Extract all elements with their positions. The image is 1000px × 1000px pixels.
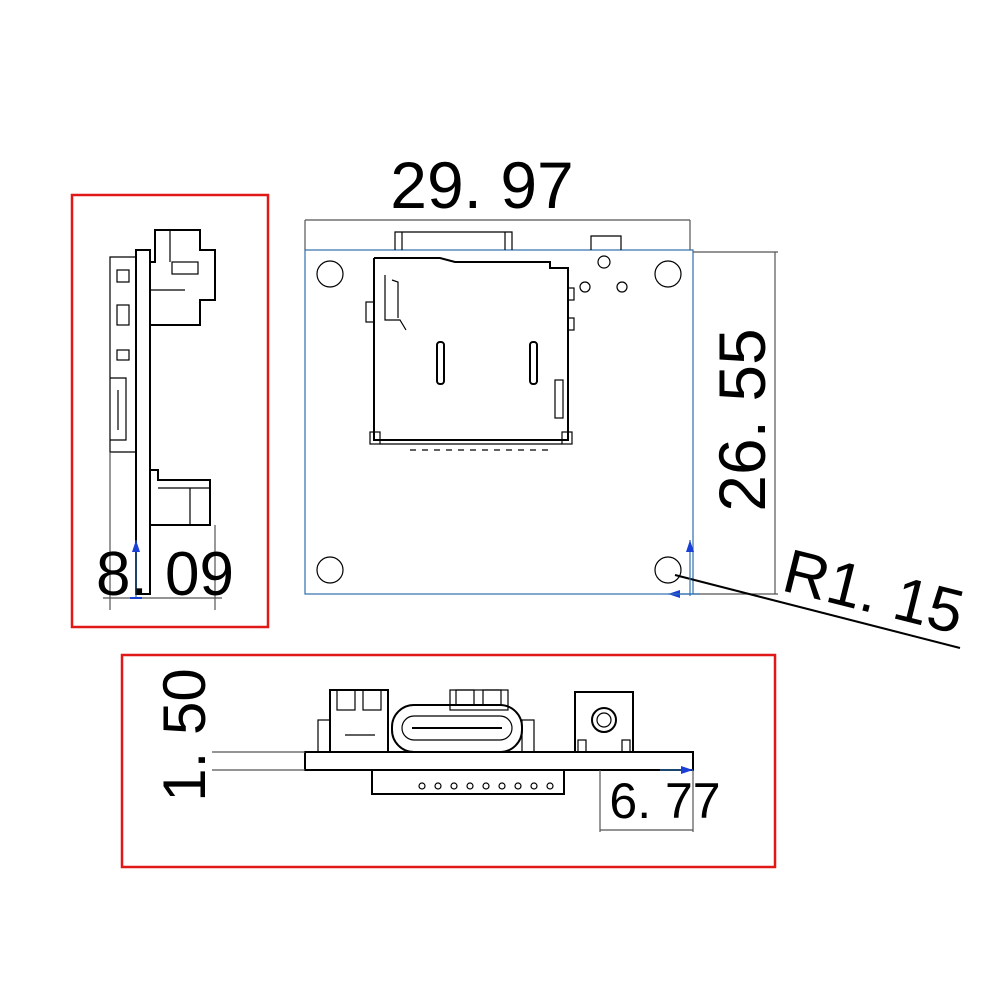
tactile-switch [574, 691, 634, 753]
connector-block-left [329, 689, 389, 753]
radius-label: R1. 15 [777, 537, 971, 648]
mounting-hole-bottom-left [316, 556, 344, 584]
side-thickness-label: 8. 09 [96, 540, 234, 609]
sd-socket-front [371, 769, 565, 795]
sd-contacts [418, 782, 554, 790]
top-view [304, 219, 961, 649]
side-view-frame [70, 193, 270, 629]
component-offset-label: 6. 77 [609, 773, 720, 829]
mounting-hole-bottom-right [654, 556, 682, 584]
usb-connector-side [150, 229, 216, 326]
usb-connector-top-outline [394, 231, 513, 250]
mounting-hole-top-left [316, 260, 344, 288]
front-view-frame [120, 653, 777, 869]
switch-top-outline [590, 235, 622, 250]
board-profile [304, 751, 694, 771]
side-view [70, 193, 270, 629]
switch-side [150, 469, 211, 526]
switch-pad [616, 281, 628, 293]
radius-leader-line [674, 574, 961, 649]
board-edge [135, 249, 151, 595]
switch-pad [597, 255, 611, 269]
height-label: 26. 55 [705, 328, 779, 512]
sd-card-socket [365, 257, 575, 451]
front-view [120, 653, 777, 869]
width-label: 29. 97 [390, 148, 574, 222]
sd-socket-side [109, 256, 136, 453]
board-outline [304, 249, 694, 595]
arrow-head [681, 766, 693, 774]
connector-block-right [449, 689, 509, 711]
arrow-head [686, 540, 694, 552]
mounting-hole-top-right [654, 260, 682, 288]
arrow-head [132, 540, 140, 552]
switch-pad [579, 281, 591, 293]
board-thickness-label: 1. 50 [151, 668, 218, 801]
